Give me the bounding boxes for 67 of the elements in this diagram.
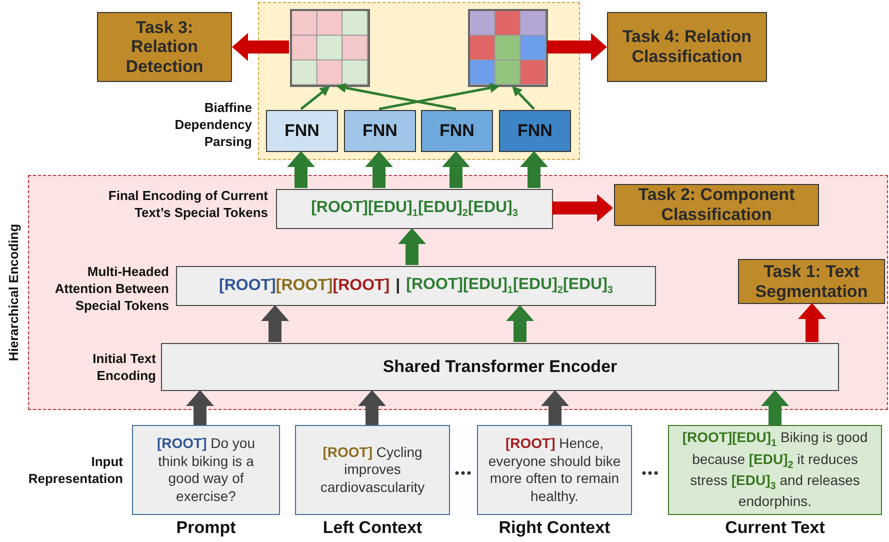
arrow xyxy=(287,151,315,188)
layer-label: FNN xyxy=(362,121,398,141)
fnn-box xyxy=(266,110,338,152)
encoder-box xyxy=(161,343,839,391)
arrow xyxy=(261,305,289,342)
arrow xyxy=(506,305,534,342)
score-matrix xyxy=(290,9,370,87)
stage-label: Input Representation xyxy=(27,454,123,488)
input-text: [ROOT] Cycling improves cardiovascularity xyxy=(319,444,426,496)
layer-label: FNN xyxy=(518,121,552,141)
token-sequence: [ROOT][EDU]$_{1}$[EDU]$_{2}$[EDU]$_{3}$ xyxy=(406,276,613,296)
arrow xyxy=(547,33,607,61)
task-title: Task 1: Text Segmentation xyxy=(754,262,869,302)
fnn-box xyxy=(421,110,493,152)
input-box xyxy=(477,425,632,515)
input-text: [ROOT] Hence, everyone should bike more often to remain healthy. xyxy=(487,435,622,505)
encoding-box xyxy=(176,266,656,306)
fnn-box xyxy=(499,110,571,152)
arrow xyxy=(336,82,456,110)
box-caption: Prompt xyxy=(175,518,237,538)
task-title: Task 3: Relation Detection xyxy=(124,18,204,76)
task-title: Task 2: Component Classification xyxy=(637,185,796,225)
input-box xyxy=(668,425,882,515)
arrow xyxy=(552,194,613,222)
arrow xyxy=(442,151,470,188)
layer-label: FNN xyxy=(284,121,320,141)
box-caption: Left Context xyxy=(322,518,424,538)
token-sequence: [ROOT] xyxy=(219,277,276,295)
task-box xyxy=(97,12,232,82)
task-title: Task 4: Relation Classification xyxy=(621,27,753,67)
task-box xyxy=(607,12,767,82)
box-caption: Current Text xyxy=(724,518,826,538)
encoding-box xyxy=(276,189,553,229)
score-matrix xyxy=(468,9,548,87)
encoder-title: Shared Transformer Encoder xyxy=(382,357,618,377)
arrow xyxy=(541,390,569,425)
input-box xyxy=(132,425,280,515)
input-text: [ROOT][EDU]$_{1}$ Biking is good because [EDU]$_{2}$ it reduces stress [EDU]$_{3}$ and releases endorphins. xyxy=(681,429,869,511)
arrow xyxy=(232,33,289,61)
arrow xyxy=(300,86,330,110)
stage-label: Final Encoding of Current Text’s Special Tokens xyxy=(107,188,268,222)
arrow xyxy=(761,390,789,425)
stage-label: Initial Text Encoding xyxy=(92,351,156,385)
task-box xyxy=(614,184,819,226)
arrow xyxy=(520,151,548,188)
arrow xyxy=(398,228,426,265)
token-sequence: [ROOT] xyxy=(332,277,390,295)
box-caption: Right Context xyxy=(498,518,612,538)
encoding-region xyxy=(28,175,888,410)
parsing-region xyxy=(258,2,580,160)
task-box xyxy=(738,259,885,304)
input-box xyxy=(295,425,450,515)
fnn-box xyxy=(344,110,416,152)
input-text: [ROOT] Do you think biking is a good way of exercise? xyxy=(156,435,256,505)
arrow xyxy=(365,151,393,188)
arrow xyxy=(186,390,214,425)
arrow xyxy=(512,86,535,110)
arrow xyxy=(378,82,500,110)
layer-label: FNN xyxy=(440,121,474,141)
section-heading: Biaffine Dependency Parsing xyxy=(174,100,252,151)
section-heading: Hierarchical Encoding xyxy=(6,224,22,362)
token-sequence: [ROOT][EDU]$_{1}$[EDU]$_{2}$[EDU]$_{3}$ xyxy=(311,198,518,220)
separator-text: | xyxy=(396,277,400,295)
stage-label: Multi-Headed Attention Between Special Tokens xyxy=(54,264,169,315)
arrow xyxy=(798,303,826,342)
token-sequence: [ROOT] xyxy=(276,277,333,295)
arrow xyxy=(358,390,386,425)
